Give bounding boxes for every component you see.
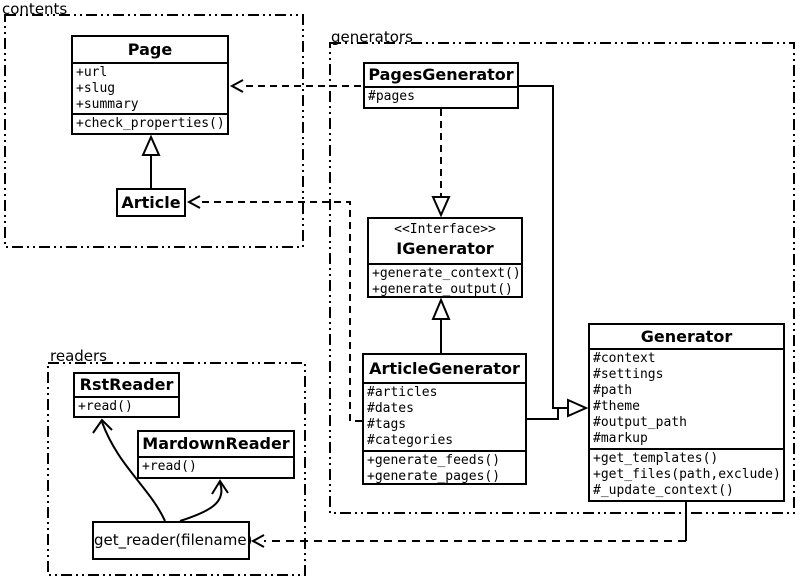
class-member: #path <box>593 383 633 398</box>
class-mardown-reader-title: MardownReader <box>142 434 290 453</box>
class-rst-reader-methods: +read() <box>75 396 178 416</box>
class-pages-generator-title: PagesGenerator <box>368 65 514 84</box>
package-label-generators: generators <box>331 28 413 46</box>
package-label-contents: contents <box>2 0 68 18</box>
class-generator-methods: +get_templates() +get_files(path,exclude… <box>590 448 783 500</box>
class-member: #tags <box>367 417 407 432</box>
class-member: #markup <box>593 431 648 446</box>
class-member: #output_path <box>593 415 687 430</box>
class-member: #dates <box>367 401 414 416</box>
package-label-readers: readers <box>50 347 107 365</box>
dependency-pagesgenerator-page <box>229 79 361 93</box>
class-member: #_update_context() <box>593 483 734 498</box>
class-member: #articles <box>367 385 438 400</box>
class-member: #theme <box>593 399 640 414</box>
dependency-articlegenerator-article <box>186 195 362 422</box>
class-igenerator-methods: +generate_context() +generate_output() <box>369 263 521 299</box>
class-mardown-reader: MardownReader +read() <box>137 430 295 479</box>
class-article-generator-methods: +generate_feeds() +generate_pages() <box>364 450 525 483</box>
class-generator-title: Generator <box>640 327 733 346</box>
class-member: #context <box>593 351 656 366</box>
generalization-generators-generator <box>519 85 589 420</box>
package-frame-contents <box>4 14 304 248</box>
class-member: #pages <box>368 89 415 104</box>
class-member: +get_templates() <box>593 451 719 466</box>
class-generator-attributes: #context #settings #path #theme #output_… <box>590 348 783 448</box>
node-get-reader-label: get_reader(filename) <box>94 531 253 549</box>
class-pages-generator: PagesGenerator #pages <box>363 62 519 109</box>
class-article: Article <box>116 188 186 217</box>
class-member: +slug <box>76 81 116 96</box>
node-get-reader: get_reader(filename) <box>92 521 253 560</box>
class-page: Page +url +slug +summary +check_properti… <box>71 35 229 135</box>
package-frame-generators <box>329 42 795 514</box>
realization-pagesgenerator-igenerator <box>431 109 451 218</box>
class-article-generator-attributes: #articles #dates #tags #categories <box>364 382 525 450</box>
class-member: +generate_context() <box>372 266 521 281</box>
class-rst-reader: RstReader +read() <box>73 372 180 418</box>
package-frame-readers <box>47 362 306 576</box>
class-member: +generate_feeds() <box>367 453 501 468</box>
class-member: +read() <box>142 459 197 474</box>
class-rst-reader-title: RstReader <box>79 375 174 394</box>
class-igenerator: <<Interface>> IGenerator +generate_conte… <box>367 217 523 298</box>
class-member: +summary <box>76 97 139 112</box>
class-page-attributes: +url +slug +summary <box>73 62 227 113</box>
class-member: +read() <box>78 399 133 414</box>
dependency-generator-getreader <box>250 502 687 548</box>
class-article-generator-title: ArticleGenerator <box>369 359 520 378</box>
class-article-title: Article <box>121 193 181 212</box>
class-igenerator-stereotype: <<Interface>> <box>394 222 496 237</box>
association-getreader-rstreader <box>92 418 166 522</box>
class-member: #categories <box>367 433 454 448</box>
class-igenerator-title: IGenerator <box>396 239 494 258</box>
class-page-title: Page <box>127 40 173 59</box>
class-page-methods: +check_properties() <box>73 113 227 133</box>
class-pages-generator-attributes: #pages <box>365 86 517 107</box>
class-generator: Generator #context #settings #path #them… <box>588 323 785 502</box>
association-getreader-mardownreader <box>179 479 229 522</box>
class-member: +generate_output() <box>372 282 513 297</box>
generalization-article-page <box>141 134 161 188</box>
class-member: +url <box>76 65 108 80</box>
class-member: +generate_pages() <box>367 469 501 483</box>
class-mardown-reader-methods: +read() <box>139 456 293 477</box>
class-member: +get_files(path,exclude) <box>593 467 781 482</box>
class-member: +check_properties() <box>76 116 225 131</box>
class-igenerator-header: <<Interface>> IGenerator <box>369 219 521 263</box>
class-article-generator: ArticleGenerator #articles #dates #tags … <box>362 353 527 485</box>
generalization-articlegenerator-igenerator <box>431 297 451 353</box>
class-member: #settings <box>593 367 664 382</box>
